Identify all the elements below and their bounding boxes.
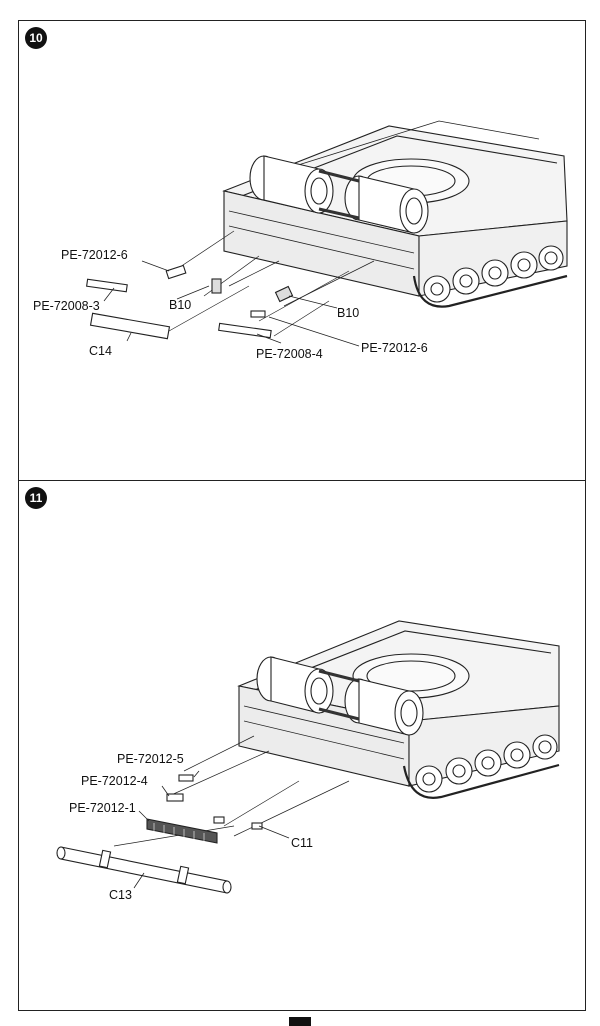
part-label-b10-left: B10 <box>169 298 192 312</box>
part-label-pe-72012-4: PE-72012-4 <box>81 774 148 788</box>
step-number-badge: 10 <box>25 27 47 49</box>
assembly-step-10: 10 <box>18 20 586 481</box>
part-label-pe-72008-4: PE-72008-4 <box>256 347 323 361</box>
tank-rear-illustration <box>56 620 560 894</box>
step-number-badge: 11 <box>25 487 47 509</box>
part-label-b10-right: B10 <box>337 306 360 320</box>
part-label-pe-72012-5: PE-72012-5 <box>117 752 184 766</box>
part-label-c11: C11 <box>291 836 314 850</box>
part-label-c13: C13 <box>109 888 132 902</box>
part-label-c14: C14 <box>89 344 112 358</box>
part-label-pe-72012-6-left: PE-72012-6 <box>61 248 128 262</box>
tank-rear-illustration <box>86 120 568 347</box>
part-label-pe-72012-6-right: PE-72012-6 <box>361 341 428 355</box>
part-label-pe-72008-3: PE-72008-3 <box>33 299 100 313</box>
page-marker <box>289 1017 311 1026</box>
assembly-step-11: 11 <box>18 480 586 1011</box>
part-label-pe-72012-1: PE-72012-1 <box>69 801 136 815</box>
